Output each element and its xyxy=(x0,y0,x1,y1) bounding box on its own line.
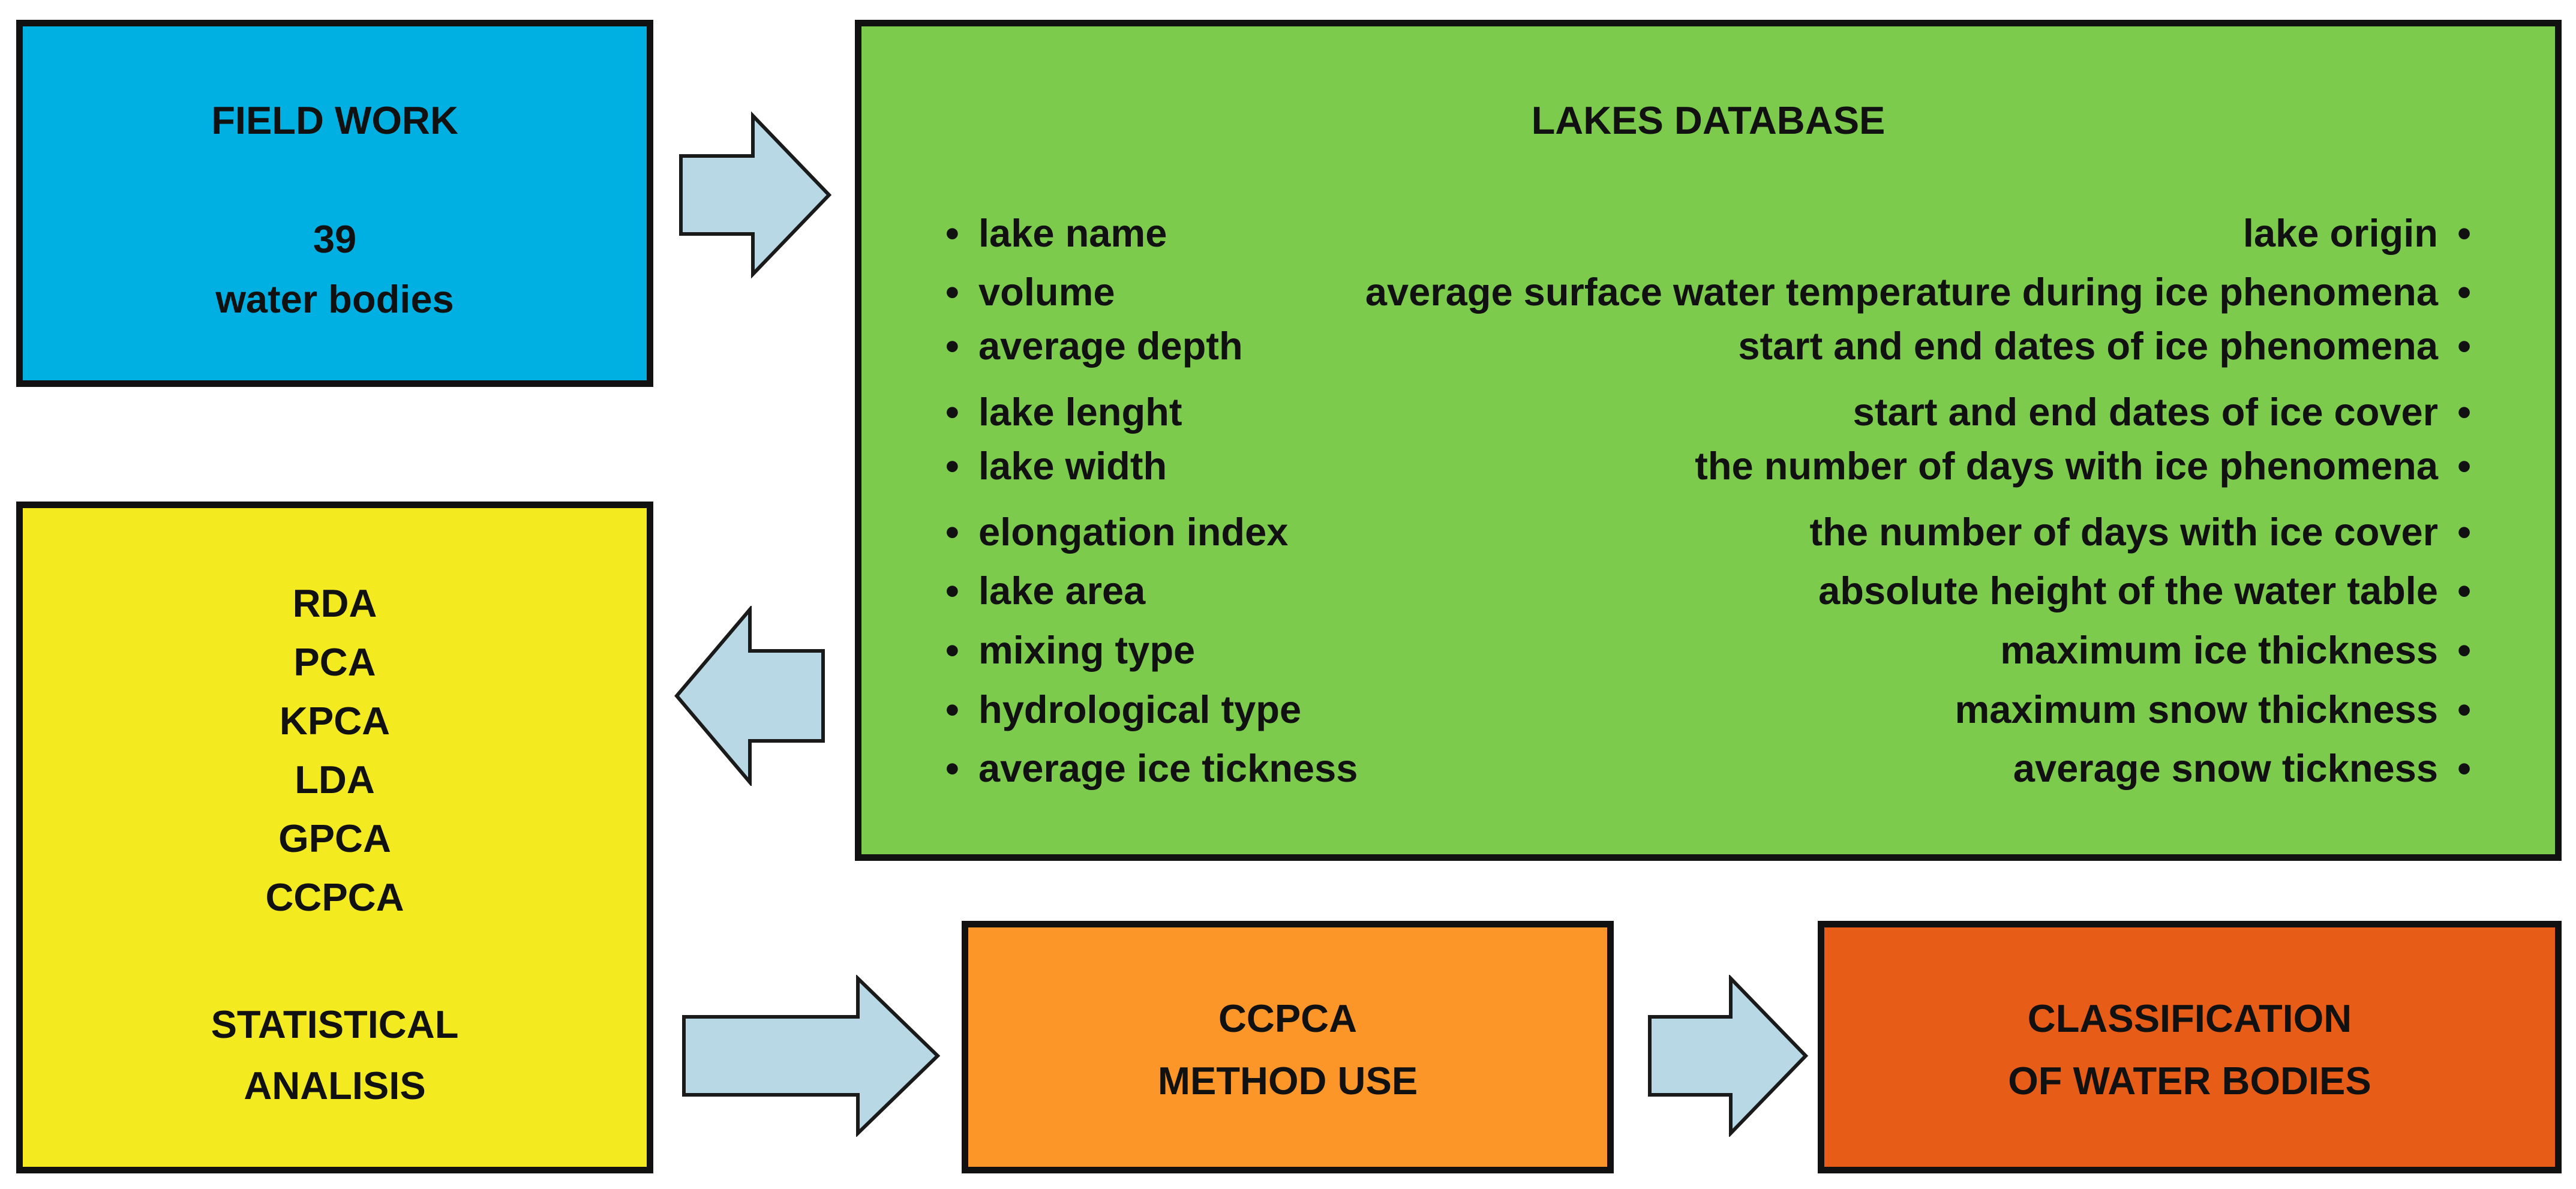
method-use-box: CCPCA METHOD USE xyxy=(962,921,1614,1173)
list-item: start and end dates of ice cover xyxy=(1853,392,2472,431)
arrow-right-to-database-icon xyxy=(679,111,832,279)
list-item: average ice tickness xyxy=(945,749,1358,788)
statistical-analysis-title-line1: STATISTICAL xyxy=(211,1002,459,1046)
list-item: lake width xyxy=(945,446,1167,485)
list-item: average surface water temperature during… xyxy=(1365,272,2471,311)
arrow-right-to-classification-icon xyxy=(1648,975,1809,1137)
list-item: the number of days with ice phenomena xyxy=(1695,446,2471,485)
list-item: lake name xyxy=(945,214,1167,253)
classification-box: CLASSIFICATION OF WATER BODIES xyxy=(1818,921,2562,1173)
arrow-right-to-method-use-icon xyxy=(682,975,941,1137)
list-item: start and end dates of ice phenomena xyxy=(1738,326,2470,365)
list-item: mixing type xyxy=(945,630,1195,669)
list-item: PCA xyxy=(293,640,376,684)
list-item: LDA xyxy=(295,758,375,801)
field-work-box: FIELD WORK 39 water bodies xyxy=(16,20,653,387)
list-item: the number of days with ice cover xyxy=(1810,512,2471,551)
statistical-analysis-box: RDA PCA KPCA LDA GPCA CCPCA STATISTICAL … xyxy=(16,502,653,1173)
list-item: lake area xyxy=(945,571,1145,610)
classification-line1: CLASSIFICATION xyxy=(2027,996,2352,1040)
arrow-left-to-statistics-icon xyxy=(674,606,825,786)
method-use-label: CCPCA METHOD USE xyxy=(968,987,1607,1112)
statistical-analysis-title-line2: ANALISIS xyxy=(244,1064,426,1107)
method-list: RDA PCA KPCA LDA GPCA CCPCA xyxy=(23,574,647,927)
list-item: CCPCA xyxy=(265,875,404,919)
list-item: maximum snow thickness xyxy=(1954,690,2470,729)
lakes-database-box: LAKES DATABASE lake name volume average … xyxy=(855,20,2562,861)
list-item: volume xyxy=(945,272,1115,311)
list-item: average snow tickness xyxy=(2013,749,2471,788)
water-body-count: 39 xyxy=(313,217,357,261)
field-work-title: FIELD WORK xyxy=(211,98,458,142)
list-item: hydrological type xyxy=(945,690,1301,729)
list-item: average depth xyxy=(945,326,1243,365)
classification-label: CLASSIFICATION OF WATER BODIES xyxy=(1824,987,2555,1112)
list-item: lake lenght xyxy=(945,392,1182,431)
list-item: lake origin xyxy=(2243,214,2471,253)
lakes-database-title: LAKES DATABASE xyxy=(1531,98,1886,142)
list-item: RDA xyxy=(292,581,377,625)
list-item: KPCA xyxy=(279,699,391,743)
statistical-analysis-title: STATISTICAL ANALISIS xyxy=(23,994,647,1116)
method-use-line2: METHOD USE xyxy=(1157,1059,1418,1103)
list-item: elongation index xyxy=(945,512,1288,551)
method-use-line1: CCPCA xyxy=(1218,996,1358,1040)
water-body-count-label: water bodies xyxy=(215,277,454,321)
classification-line2: OF WATER BODIES xyxy=(2008,1059,2371,1103)
list-item: GPCA xyxy=(278,816,391,860)
list-item: absolute height of the water table xyxy=(1818,571,2471,610)
list-item: maximum ice thickness xyxy=(2000,630,2471,669)
